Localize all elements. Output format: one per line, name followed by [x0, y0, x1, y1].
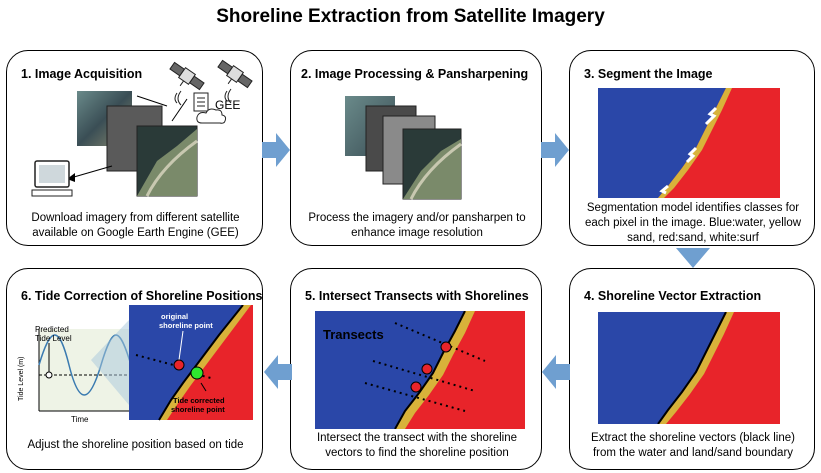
flow-arrow-4-5: [542, 355, 570, 389]
panel-image-processing: 2. Image Processing & Pansharpening Proc…: [290, 50, 542, 246]
predicted-label: Tide Level: [35, 334, 72, 343]
y-axis-label: Tide Level (m): [18, 357, 25, 401]
shoreline-vector-map: [598, 312, 780, 424]
panel-description: Adjust the shoreline position based on t…: [27, 439, 244, 451]
corrected-point-label: shoreline point: [171, 405, 225, 414]
satellite-icon: [169, 61, 205, 91]
segmentation-map: [598, 88, 780, 198]
flow-arrow-3-4: [676, 248, 710, 268]
panel-intersect-transects: 5. Intersect Transects with Shorelines T…: [290, 268, 542, 470]
flow-arrow-5-6: [264, 355, 292, 389]
original-shoreline-point: [173, 359, 185, 371]
transects-map: Transects: [315, 311, 525, 429]
panel-segment-image: 3. Segment the Image Segmentation model …: [569, 50, 815, 246]
computer-icon: [31, 160, 73, 197]
document-icon: [193, 92, 209, 112]
satellite-icon: [217, 59, 253, 89]
flow-arrow-2-3: [541, 133, 569, 167]
transects-label: Transects: [323, 327, 384, 342]
processing-illustration: [345, 96, 462, 200]
panel-tide-correction: 6. Tide Correction of Shoreline Position…: [6, 268, 263, 470]
intersection-point: [410, 381, 422, 393]
panel-description: Process the imagery and/or pansharpen to…: [308, 212, 526, 239]
intersection-point: [421, 363, 433, 375]
corrected-point-label: Tide corrected: [173, 396, 225, 405]
panel-image-acquisition: 1. Image Acquisition GEE: [6, 50, 263, 246]
corrected-shoreline-point: [190, 366, 204, 380]
panel-description: Download imagery from different satellit…: [31, 212, 240, 239]
panel-title: 5. Intersect Transects with Shorelines: [305, 289, 529, 303]
intersection-point: [440, 341, 452, 353]
panel-title: 1. Image Acquisition: [21, 67, 143, 81]
panel-title: 3. Segment the Image: [584, 67, 713, 81]
flow-arrow-1-2: [262, 133, 290, 167]
tide-correction-illustration: Predicted Tide Level Tide Level (m) Time…: [18, 305, 253, 424]
predicted-label: Predicted: [35, 325, 69, 334]
original-point-label: shoreline point: [159, 321, 213, 330]
gee-label: GEE: [215, 98, 240, 112]
acquisition-illustration: GEE: [31, 59, 253, 197]
diagram-title: Shoreline Extraction from Satellite Imag…: [216, 6, 605, 27]
original-point-label: original: [161, 312, 188, 321]
panel-description: Intersect the transect with the shorelin…: [316, 432, 518, 459]
panel-shoreline-vector: 4. Shoreline Vector Extraction Extract t…: [569, 268, 815, 470]
panel-title: 2. Image Processing & Pansharpening: [301, 67, 529, 81]
panel-title: 4. Shoreline Vector Extraction: [584, 289, 762, 303]
x-axis-label: Time: [71, 415, 89, 424]
panel-description: Segmentation model identifies classes fo…: [584, 202, 802, 244]
cloud-icon: [196, 108, 227, 124]
panel-description: Extract the shoreline vectors (black lin…: [591, 432, 795, 459]
panel-title: 6. Tide Correction of Shoreline Position…: [21, 289, 263, 303]
